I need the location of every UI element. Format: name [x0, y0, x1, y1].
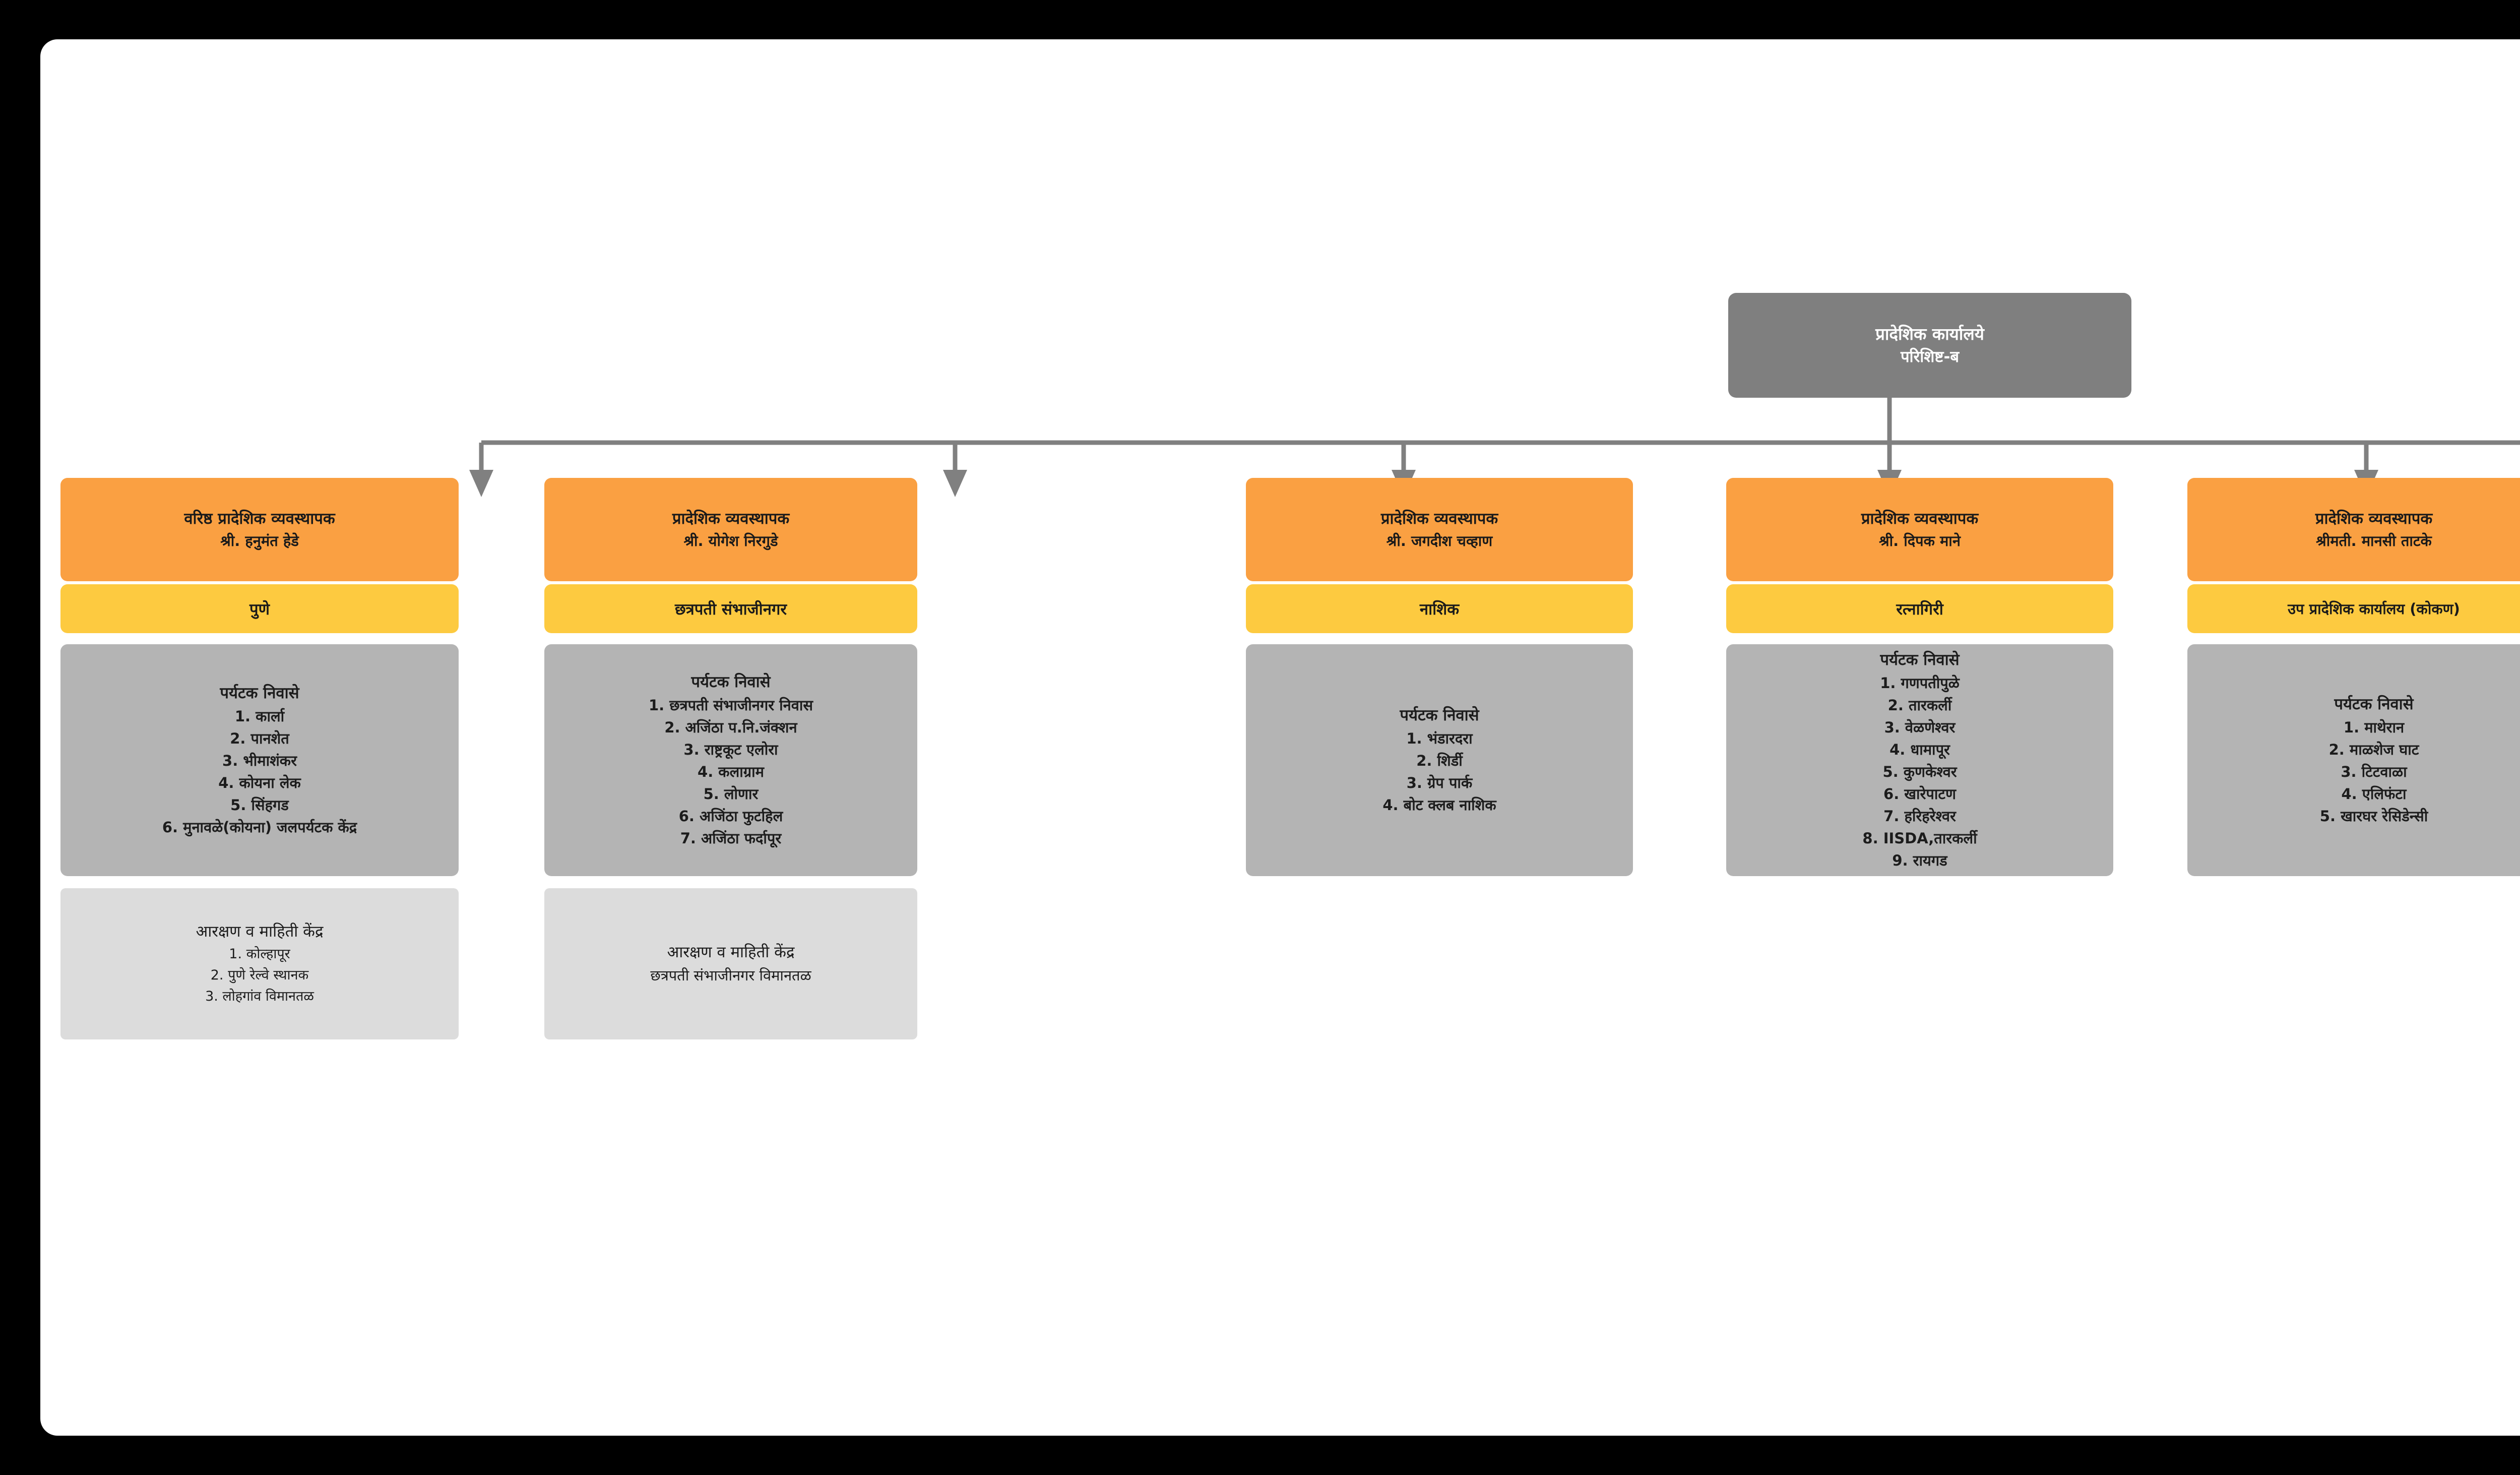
niwase-item: 5. कुणकेश्वर [1882, 763, 1957, 780]
manager-role: वरिष्ठ प्रादेशिक व्यवस्थापक [184, 509, 335, 528]
niwase-item: 7. हरिहरेश्वर [1883, 808, 1956, 825]
niwase-item: 2. तारकर्ली [1887, 696, 1952, 714]
manager-box[interactable]: प्रादेशिक व्यवस्थापक श्री. योगेश निरगुडे [544, 478, 917, 581]
column-konkan: प्रादेशिक व्यवस्थापक श्रीमती. मानसी ताटक… [2187, 478, 2520, 876]
region-box[interactable]: उप प्रादेशिक कार्यालय (कोकण) [2187, 584, 2520, 633]
root-title-line2: परिशिष्ट-ब [1900, 348, 1960, 366]
region-box[interactable]: नाशिक [1246, 584, 1633, 633]
niwase-heading: पर्यटक निवासे [1880, 650, 1960, 669]
manager-person: श्री. योगेश निरगुडे [683, 532, 778, 549]
niwase-item: 3. भीमाशंकर [222, 752, 297, 769]
niwase-item: 2. माळशेज घाट [2328, 741, 2419, 758]
niwase-item: 3. ग्रेप पार्क [1406, 774, 1473, 791]
manager-box[interactable]: वरिष्ठ प्रादेशिक व्यवस्थापक श्री. हनुमंत… [60, 478, 459, 581]
niwase-box[interactable]: पर्यटक निवासे 1. गणपतीपुळे 2. तारकर्ली 3… [1726, 644, 2113, 876]
manager-person: श्री. दिपक माने [1879, 532, 1961, 549]
niwase-item: 2. पानशेत [230, 729, 289, 747]
niwase-box[interactable]: पर्यटक निवासे 1. माथेरान 2. माळशेज घाट 3… [2187, 644, 2520, 876]
niwase-box[interactable]: पर्यटक निवासे 1. कार्ला 2. पानशेत 3. भीम… [60, 644, 459, 876]
niwase-item: 6. अजिंठा फुटहिल [678, 808, 783, 825]
region-box[interactable]: पुणे [60, 584, 459, 633]
chart-card: प्रादेशिक कार्यालये परिशिष्ट-ब वरिष्ठ प्… [40, 39, 2520, 1436]
manager-role: प्रादेशिक व्यवस्थापक [2315, 509, 2433, 528]
niwase-item: 8. IISDA,तारकर्ली [1862, 830, 1977, 847]
column-nashik: प्रादेशिक व्यवस्थापक श्री. जगदीश चव्हाण … [1246, 478, 1633, 876]
manager-person: श्री. हनुमंत हेडे [220, 532, 299, 549]
region-box[interactable]: छत्रपती संभाजीनगर [544, 584, 917, 633]
column-chhatrapati-sambhajinagar: प्रादेशिक व्यवस्थापक श्री. योगेश निरगुडे… [544, 478, 917, 1039]
niwase-item: 6. खारेपाटण [1883, 785, 1956, 803]
niwase-item: 4. कोयना लेक [218, 774, 301, 791]
manager-role: प्रादेशिक व्यवस्थापक [1861, 509, 1979, 528]
aarakshan-box[interactable]: आरक्षण व माहिती केंद्र छत्रपती संभाजीनगर… [544, 888, 917, 1039]
niwase-item: 4. कलाग्राम [698, 763, 764, 780]
niwase-item: 4. बोट क्लब नाशिक [1382, 796, 1496, 814]
niwase-item: 1. छत्रपती संभाजीनगर निवास [649, 696, 813, 714]
niwase-box[interactable]: पर्यटक निवासे 1. भंडारदरा 2. शिर्डी 3. ग… [1246, 644, 1633, 876]
niwase-box[interactable]: पर्यटक निवासे 1. छत्रपती संभाजीनगर निवास… [544, 644, 917, 876]
niwase-item: 1. कार्ला [234, 707, 285, 725]
niwase-item: 2. अजिंठा प.नि.जंक्शन [664, 718, 797, 736]
aarakshan-item: 1. कोल्हापूर [229, 946, 290, 962]
manager-box[interactable]: प्रादेशिक व्यवस्थापक श्रीमती. मानसी ताटक… [2187, 478, 2520, 581]
aarakshan-item: छत्रपती संभाजीनगर विमानतळ [650, 966, 811, 984]
niwase-heading: पर्यटक निवासे [2334, 695, 2414, 713]
column-ratnagiri: प्रादेशिक व्यवस्थापक श्री. दिपक माने रत्… [1726, 478, 2113, 876]
manager-box[interactable]: प्रादेशिक व्यवस्थापक श्री. जगदीश चव्हाण [1246, 478, 1633, 581]
niwase-heading: पर्यटक निवासे [691, 672, 771, 691]
niwase-item: 4. धामापूर [1889, 741, 1950, 758]
aarakshan-item: 3. लोहगांव विमानतळ [205, 988, 314, 1004]
root-node[interactable]: प्रादेशिक कार्यालये परिशिष्ट-ब [1728, 293, 2131, 398]
aarakshan-heading: आरक्षण व माहिती केंद्र [667, 943, 795, 961]
niwase-item: 7. अजिंठा फर्दापूर [680, 830, 782, 847]
niwase-item: 9. रायगड [1892, 852, 1947, 870]
root-title-line1: प्रादेशिक कार्यालये [1875, 324, 1984, 344]
niwase-item: 3. राष्ट्रकूट एलोरा [683, 741, 778, 758]
niwase-item: 1. गणपतीपुळे [1880, 674, 1960, 692]
region-box[interactable]: रत्नागिरी [1726, 584, 2113, 633]
niwase-item: 3. टिटवाळा [2341, 763, 2407, 780]
niwase-item: 4. एलिफंटा [2341, 785, 2407, 803]
manager-box[interactable]: प्रादेशिक व्यवस्थापक श्री. दिपक माने [1726, 478, 2113, 581]
aarakshan-heading: आरक्षण व माहिती केंद्र [196, 923, 324, 941]
manager-role: प्रादेशिक व्यवस्थापक [672, 509, 790, 528]
niwase-item: 5. लोणार [703, 785, 759, 803]
niwase-item: 5. सिंहगड [230, 796, 289, 814]
manager-role: प्रादेशिक व्यवस्थापक [1380, 509, 1498, 528]
niwase-item: 1. भंडारदरा [1406, 729, 1473, 747]
niwase-heading: पर्यटक निवासे [220, 684, 299, 702]
niwase-item: 2. शिर्डी [1416, 752, 1463, 769]
aarakshan-item: 2. पुणे रेल्वे स्थानक [210, 967, 309, 984]
niwase-item: 1. माथेरान [2343, 718, 2405, 736]
niwase-item: 5. खारघर रेसिडेन्सी [2319, 808, 2428, 825]
manager-person: श्रीमती. मानसी ताटके [2316, 532, 2432, 549]
niwase-item: 6. मुनावळे(कोयना) जलपर्यटक केंद्र [162, 819, 357, 836]
manager-person: श्री. जगदीश चव्हाण [1386, 532, 1493, 549]
niwase-heading: पर्यटक निवासे [1400, 706, 1479, 724]
column-pune: वरिष्ठ प्रादेशिक व्यवस्थापक श्री. हनुमंत… [60, 478, 459, 1039]
niwase-item: 3. वेळणेश्वर [1884, 718, 1956, 736]
aarakshan-box[interactable]: आरक्षण व माहिती केंद्र 1. कोल्हापूर 2. प… [60, 888, 459, 1039]
